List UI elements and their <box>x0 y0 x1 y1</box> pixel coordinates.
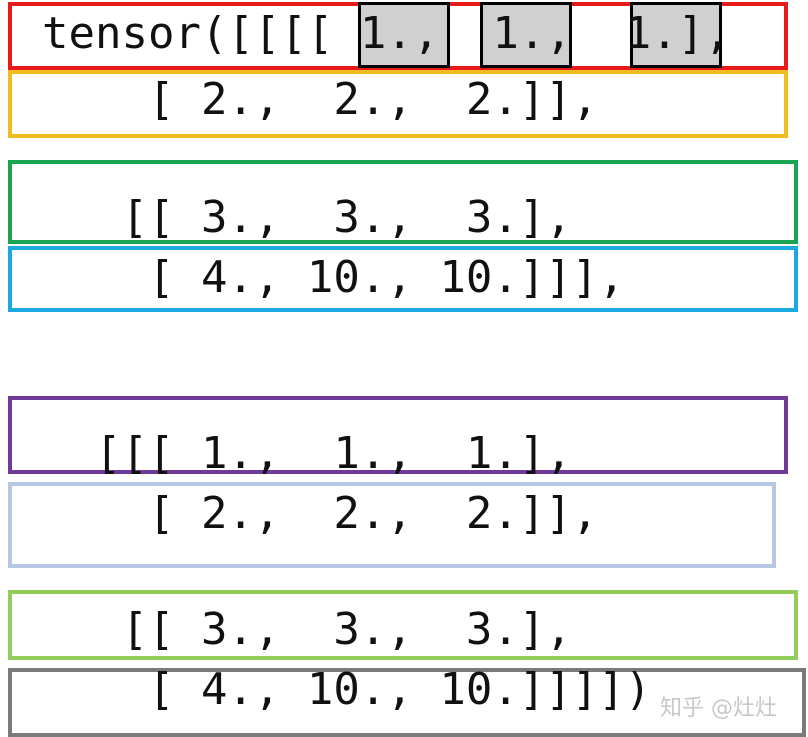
highlight-cell <box>480 2 572 68</box>
code-line: [[ 3., 3., 3.], <box>42 604 572 655</box>
lightgreen-box <box>8 590 798 660</box>
green-box <box>8 160 798 244</box>
purple-box <box>8 396 788 474</box>
code-line: [ 4., 10., 10.]]]]) <box>42 664 652 715</box>
code-line: tensor([[[[ 1., 1., 1.], <box>42 8 731 59</box>
watermark: 知乎 @灶灶 <box>660 696 777 721</box>
code-line: [[ 3., 3., 3.], <box>42 192 572 243</box>
code-line: [[[ 1., 1., 1.], <box>42 428 572 479</box>
code-line: [ 2., 2., 2.]], <box>42 488 599 539</box>
gray-box <box>8 668 806 737</box>
lightblue-box <box>8 482 776 568</box>
cyan-box <box>8 246 798 312</box>
code-line: [ 2., 2., 2.]], <box>42 74 599 125</box>
yellow-box <box>8 70 788 138</box>
code-line: [ 4., 10., 10.]]], <box>42 252 625 303</box>
highlight-cell <box>630 2 722 68</box>
highlight-cell <box>358 2 450 68</box>
